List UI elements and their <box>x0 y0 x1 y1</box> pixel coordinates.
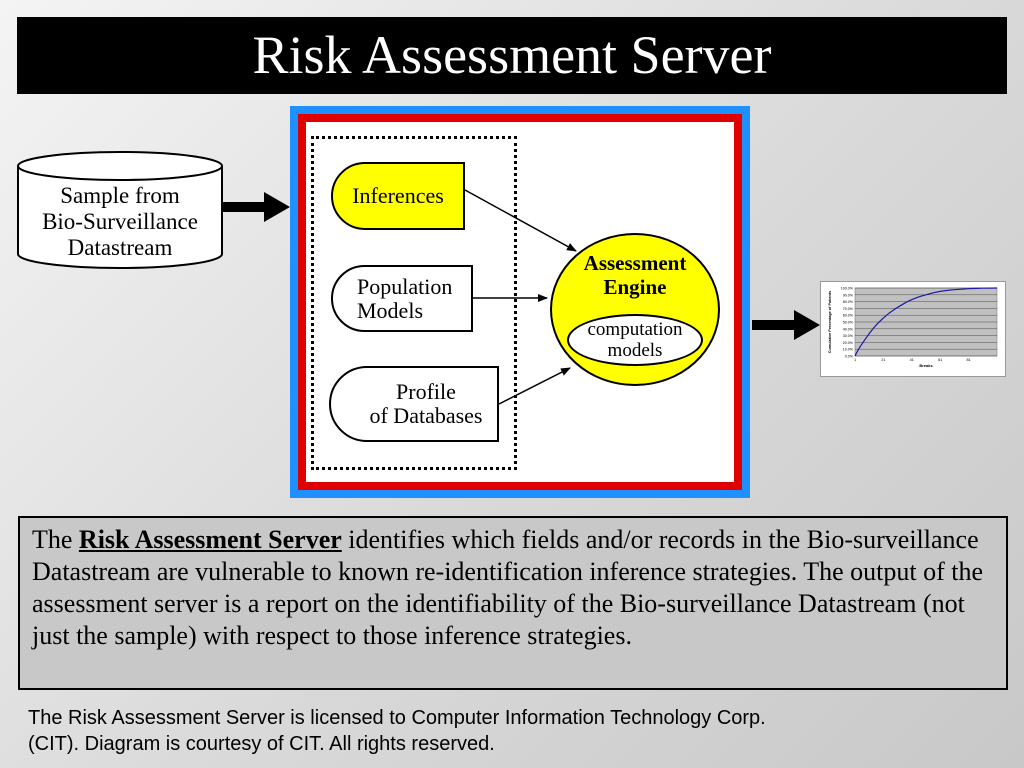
y-tick-label: 30.0% <box>843 334 854 338</box>
x-tick-label: 1 <box>854 358 856 362</box>
computation-line-1: computation <box>587 319 683 340</box>
engine-title-line-1: Assessment <box>583 251 687 275</box>
page-title: Risk Assessment Server <box>17 17 1007 94</box>
inferences-node: Inferences <box>331 162 465 230</box>
profile-line-2: of Databases <box>369 403 483 428</box>
x-axis-label: Breaks <box>919 363 933 368</box>
x-tick-label: 61 <box>938 358 942 362</box>
profile-line-1: Profile <box>396 379 456 404</box>
y-tick-label: 20.0% <box>843 341 854 345</box>
input-arrow <box>222 192 290 222</box>
description-body: identifies which fields and/or records i… <box>32 525 984 650</box>
x-tick-label: 41 <box>910 358 914 362</box>
y-tick-label: 90.0% <box>843 293 854 297</box>
y-axis-label: Cumulative Percentage of Patients <box>828 291 832 353</box>
y-tick-label: 40.0% <box>843 327 854 331</box>
report-chart: 0.0% 10.0% 20.0% 30.0% 40.0% 50.0% 60.0% 70.0% 8… <box>820 281 1006 377</box>
x-tick-label: 21 <box>881 358 885 362</box>
y-tick-label: 70.0% <box>843 307 854 311</box>
datastream-line-3: Datastream <box>67 235 173 260</box>
output-arrow <box>752 310 820 340</box>
footer-line-2: (CIT). Diagram is courtesy of CIT. All r… <box>28 733 495 755</box>
datastream-label: Sample from Bio-Surveillance Datastream <box>16 183 224 261</box>
population-line-1: Population <box>357 273 453 299</box>
engine-title-line-2: Engine <box>603 275 667 299</box>
arrow-profile-engine <box>498 367 571 405</box>
description-prefix: The <box>32 525 79 554</box>
computation-line-2: models <box>607 340 663 361</box>
report-chart-svg: 0.0% 10.0% 20.0% 30.0% 40.0% 50.0% 60.0% 70.0% 8… <box>828 287 998 368</box>
population-line-2: Models <box>357 297 423 323</box>
arrow-inferences-engine <box>464 189 577 252</box>
cylinder-shape <box>17 151 223 269</box>
datastream-line-1: Sample from <box>60 183 180 208</box>
series-line <box>854 287 998 357</box>
y-tick-label: 0.0% <box>845 355 854 359</box>
inferences-label: Inferences <box>352 183 444 208</box>
datastream-cylinder: Sample from Bio-Surveillance Datastream <box>16 150 224 270</box>
x-tick-label: 81 <box>966 358 970 362</box>
description-box: The Risk Assessment Server identifies wh… <box>18 516 1008 690</box>
datastream-line-2: Bio-Surveillance <box>42 209 198 234</box>
y-tick-label: 100.0% <box>841 287 854 291</box>
inputs-group <box>311 136 517 470</box>
description-emphasis: Risk Assessment Server <box>78 525 342 554</box>
population-models-node: Population Models <box>331 265 473 332</box>
y-tick-label: 60.0% <box>843 314 854 318</box>
profile-databases-node: Profile of Databases <box>329 366 499 442</box>
y-tick-label: 10.0% <box>843 348 854 352</box>
copyright-footer: The Risk Assessment Server is licensed t… <box>28 705 1008 757</box>
footer-line-1: The Risk Assessment Server is licensed t… <box>28 707 766 729</box>
engine-title: Assessment Engine <box>550 251 720 299</box>
computation-models: computation models <box>567 314 703 366</box>
y-tick-label: 50.0% <box>843 321 854 325</box>
y-tick-label: 80.0% <box>843 300 854 304</box>
